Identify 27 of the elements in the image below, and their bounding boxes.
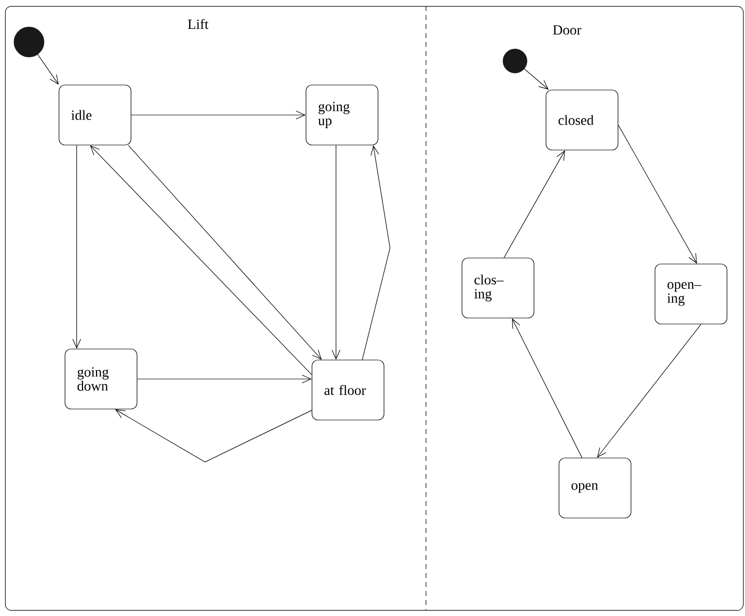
arrow <box>137 374 312 384</box>
arrow <box>72 145 81 349</box>
arrow <box>128 145 322 360</box>
state-box: at floor <box>312 360 384 420</box>
arrow <box>597 324 702 458</box>
state-box: going down <box>64 348 138 410</box>
state-box: idle <box>58 84 132 146</box>
arrow <box>115 409 312 462</box>
arrow <box>618 124 697 264</box>
region-title: Door <box>553 25 582 35</box>
arrow <box>512 318 582 458</box>
state-box: closed <box>546 90 618 150</box>
initial-state-dot <box>502 48 528 74</box>
arrow <box>131 110 306 120</box>
initial-state-dot <box>14 26 44 58</box>
arrow <box>332 145 340 360</box>
arrow <box>504 150 565 258</box>
region-title: Lift <box>188 19 208 29</box>
state-box: clos– ing <box>462 258 534 318</box>
arrow <box>90 145 312 375</box>
arrow <box>524 68 549 90</box>
composite-state-box <box>5 6 744 611</box>
state-box: open <box>558 458 632 518</box>
arrow <box>37 54 59 85</box>
arrow <box>362 145 390 360</box>
state-box: going up <box>306 84 378 146</box>
state-box: open– ing <box>654 264 728 324</box>
